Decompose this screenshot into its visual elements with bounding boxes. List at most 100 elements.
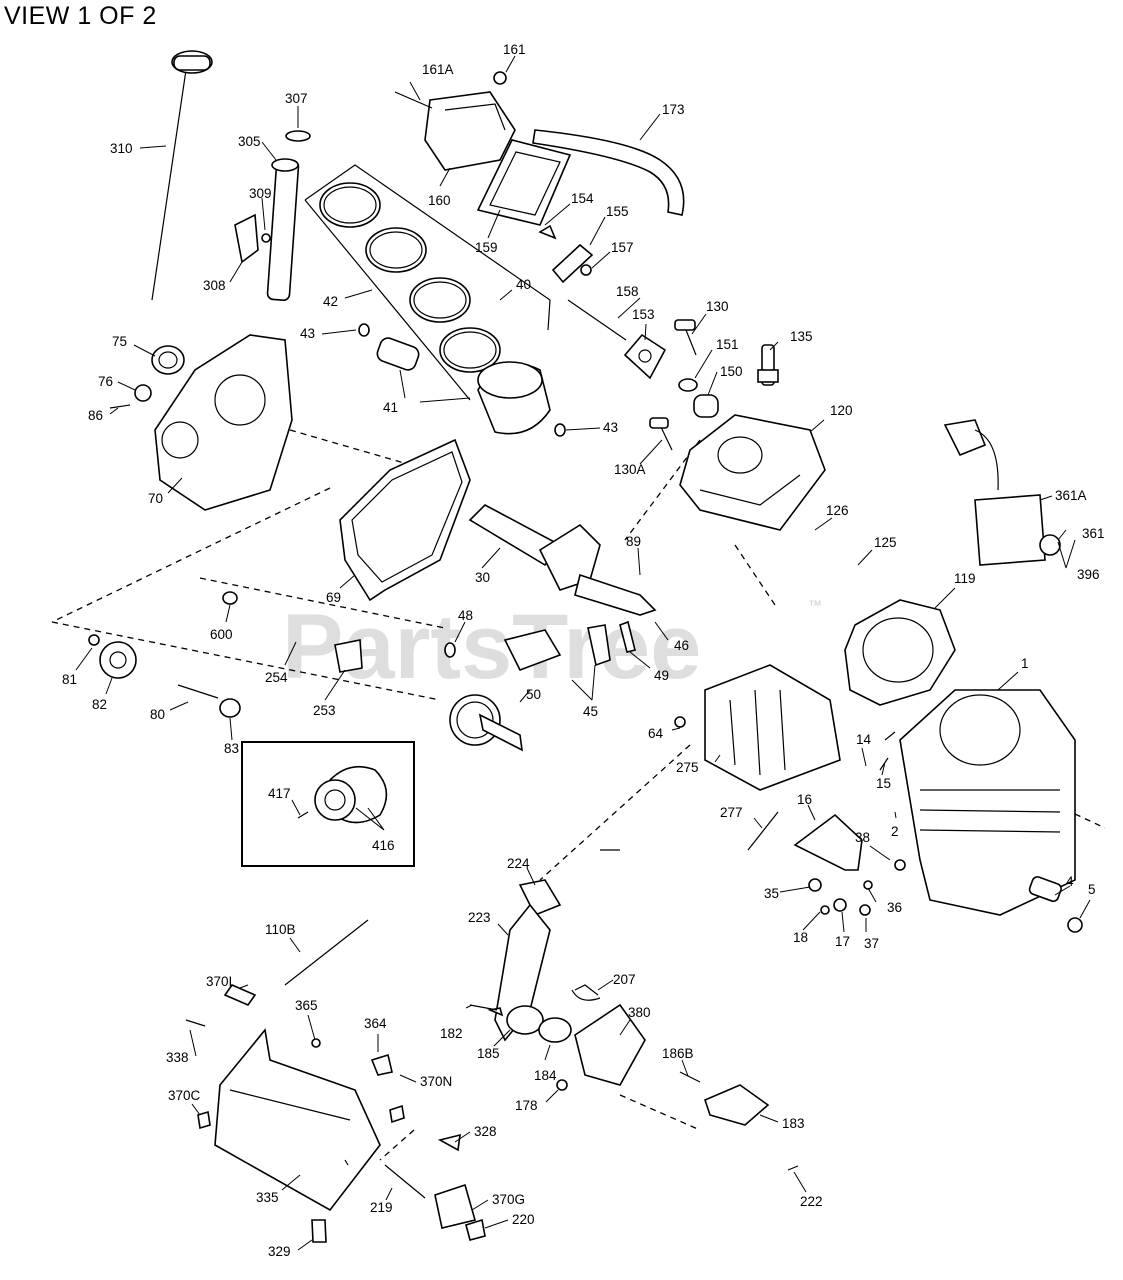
label-86: 86 <box>88 408 103 423</box>
label-130: 130 <box>706 299 729 314</box>
label-46: 46 <box>674 638 689 653</box>
label-173: 173 <box>662 102 685 117</box>
label-45: 45 <box>583 704 598 719</box>
label-335: 335 <box>256 1190 279 1205</box>
label-14: 14 <box>856 732 872 747</box>
label-50: 50 <box>526 687 541 702</box>
label-370I: 370I <box>206 974 232 989</box>
oil-pump-part <box>88 591 241 718</box>
label-43-b: 43 <box>603 420 618 435</box>
muffler-part <box>674 664 841 791</box>
label-220: 220 <box>512 1212 535 1227</box>
spark-plug-part <box>757 344 779 386</box>
label-338: 338 <box>166 1050 189 1065</box>
label-178: 178 <box>515 1098 538 1113</box>
label-110B: 110B <box>265 922 296 937</box>
label-89: 89 <box>626 534 641 549</box>
label-185: 185 <box>477 1046 500 1061</box>
label-119: 119 <box>954 571 976 586</box>
label-1: 1 <box>1021 656 1029 671</box>
ignition-module-part <box>943 419 1061 566</box>
label-361A: 361A <box>1055 488 1087 503</box>
label-42: 42 <box>323 294 338 309</box>
control-panel-part <box>185 919 504 1243</box>
label-161: 161 <box>503 42 526 57</box>
label-75: 75 <box>112 334 127 349</box>
label-17: 17 <box>835 934 850 949</box>
label-396: 396 <box>1077 567 1100 582</box>
label-18: 18 <box>793 930 808 945</box>
inset-box <box>241 741 415 867</box>
label-135: 135 <box>790 329 813 344</box>
breather-tube-part <box>532 129 685 216</box>
piston-rings-part <box>304 164 551 401</box>
label-83: 83 <box>224 741 239 756</box>
piston-part <box>358 323 566 437</box>
bracket-308-part <box>234 213 271 264</box>
label-328: 328 <box>474 1124 497 1139</box>
label-275: 275 <box>676 760 699 775</box>
label-125: 125 <box>874 535 897 550</box>
crankcase-gasket-part <box>339 438 471 602</box>
valve-cover-part <box>394 71 516 171</box>
engine-block-part <box>879 689 1083 933</box>
label-370C: 370C <box>168 1088 201 1103</box>
part-labels: 310 307 305 309 308 161A 161 160 173 159… <box>62 42 1105 1259</box>
label-364: 364 <box>364 1016 387 1031</box>
watermark-trademark: ™ <box>808 597 822 613</box>
dipstick-tube-part <box>266 130 311 301</box>
dipstick-part <box>151 50 213 301</box>
control-part <box>704 1084 799 1171</box>
label-70: 70 <box>148 491 163 506</box>
crankshaft-part <box>468 504 657 616</box>
label-38: 38 <box>855 830 870 845</box>
valve-cover-gasket-part <box>476 139 572 226</box>
governor-lever-part <box>747 811 906 916</box>
label-186B: 186B <box>662 1046 694 1061</box>
governor-part <box>334 620 636 673</box>
label-36: 36 <box>887 900 902 915</box>
label-361: 361 <box>1082 526 1105 541</box>
label-207: 207 <box>613 972 636 987</box>
label-16: 16 <box>797 792 812 807</box>
pushrod-rocker-part <box>538 224 627 341</box>
label-222: 222 <box>800 1194 823 1209</box>
crankcase-cover-part <box>109 334 293 511</box>
label-183: 183 <box>782 1116 805 1131</box>
label-48: 48 <box>458 608 473 623</box>
label-309: 309 <box>249 186 272 201</box>
label-41: 41 <box>383 400 398 415</box>
leader-lines <box>75 55 1091 1251</box>
label-154: 154 <box>571 191 594 206</box>
carburetor-part <box>538 984 646 1091</box>
label-82: 82 <box>92 697 107 712</box>
label-69: 69 <box>326 590 341 605</box>
label-310: 310 <box>110 141 133 156</box>
label-5: 5 <box>1088 882 1096 897</box>
label-254: 254 <box>265 670 288 685</box>
label-416: 416 <box>372 838 395 853</box>
label-307: 307 <box>285 91 308 106</box>
label-600: 600 <box>210 627 233 642</box>
label-151: 151 <box>716 337 739 352</box>
label-120: 120 <box>830 403 853 418</box>
intake-part <box>494 879 562 1042</box>
label-184: 184 <box>534 1068 557 1083</box>
valve-train-part <box>623 319 719 451</box>
label-223: 223 <box>468 910 491 925</box>
label-277: 277 <box>720 805 743 820</box>
label-158: 158 <box>616 284 639 299</box>
label-81: 81 <box>62 672 77 687</box>
label-157: 157 <box>611 240 634 255</box>
label-30: 30 <box>475 570 490 585</box>
view-title: VIEW 1 OF 2 <box>4 2 157 30</box>
label-153: 153 <box>632 307 655 322</box>
label-160: 160 <box>428 193 451 208</box>
label-43-a: 43 <box>300 326 315 341</box>
cylinder-head-part <box>679 414 826 531</box>
label-417: 417 <box>268 786 291 801</box>
label-130A: 130A <box>614 462 646 477</box>
label-308: 308 <box>203 278 226 293</box>
head-gasket-part <box>844 599 956 706</box>
